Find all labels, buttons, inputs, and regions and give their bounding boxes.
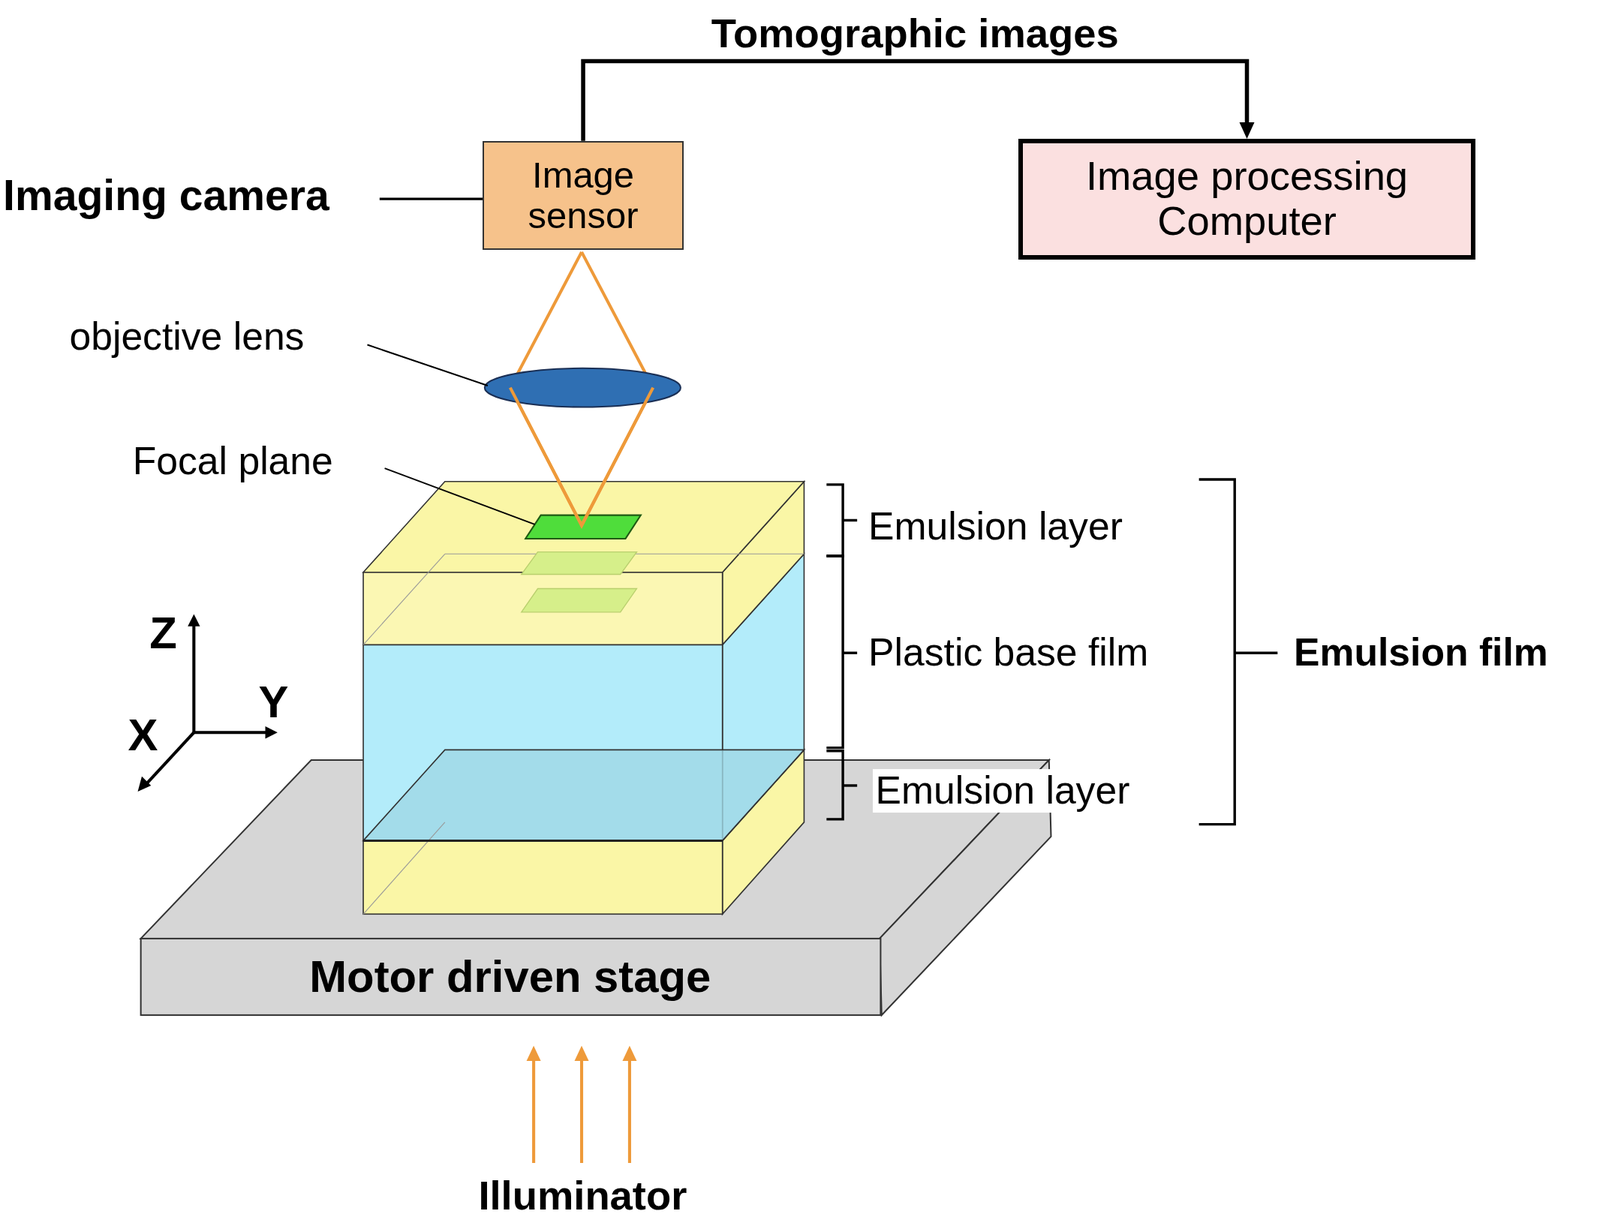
- leader-line: [384, 468, 536, 525]
- focal-plane-faded: [521, 589, 638, 613]
- leader-line: [366, 345, 488, 386]
- leader-line: [379, 197, 485, 200]
- layer-edge: [363, 839, 723, 843]
- layer-label: Emulsion layer: [868, 505, 1123, 549]
- film-label: Emulsion film: [1293, 631, 1549, 675]
- edge-label: Tomographic images: [706, 11, 1124, 58]
- objective-lens: [484, 368, 681, 408]
- axis-label: Y: [258, 676, 289, 728]
- top-emulsion-front: [363, 572, 723, 646]
- illumination-arrows: [526, 1046, 638, 1164]
- brackets: [826, 479, 1278, 825]
- inner-edge: [363, 553, 446, 645]
- inner-edge: [363, 822, 446, 915]
- camera-label: Imaging camera: [3, 171, 330, 220]
- box-text: Image processing Computer: [1033, 153, 1462, 246]
- lens-label: objective lens: [69, 315, 304, 359]
- connector-arrow: [583, 61, 1255, 142]
- box-text: Image sensor: [492, 154, 674, 238]
- axis-label: X: [127, 709, 158, 760]
- focal-plane-label: Focal plane: [132, 439, 334, 484]
- stage-front: [141, 938, 882, 1016]
- layer-label: Plastic base film: [868, 631, 1149, 675]
- layer-label: Emulsion layer: [872, 769, 1134, 813]
- focal-plane-faded: [521, 552, 638, 575]
- sensor-box: Image sensor: [482, 141, 684, 250]
- axis-label: Z: [149, 607, 178, 659]
- computer-box: Image processing Computer: [1018, 138, 1476, 260]
- illuminator-label: Illuminator: [478, 1172, 687, 1219]
- box-text: Motor driven stage: [309, 951, 711, 1002]
- focal-plane: [525, 515, 641, 539]
- stage-face: Motor driven stage: [141, 938, 880, 1016]
- bottom-emulsion-front: [363, 840, 723, 915]
- light-cone-front: [510, 387, 653, 527]
- base-bottom-plane: [363, 749, 804, 841]
